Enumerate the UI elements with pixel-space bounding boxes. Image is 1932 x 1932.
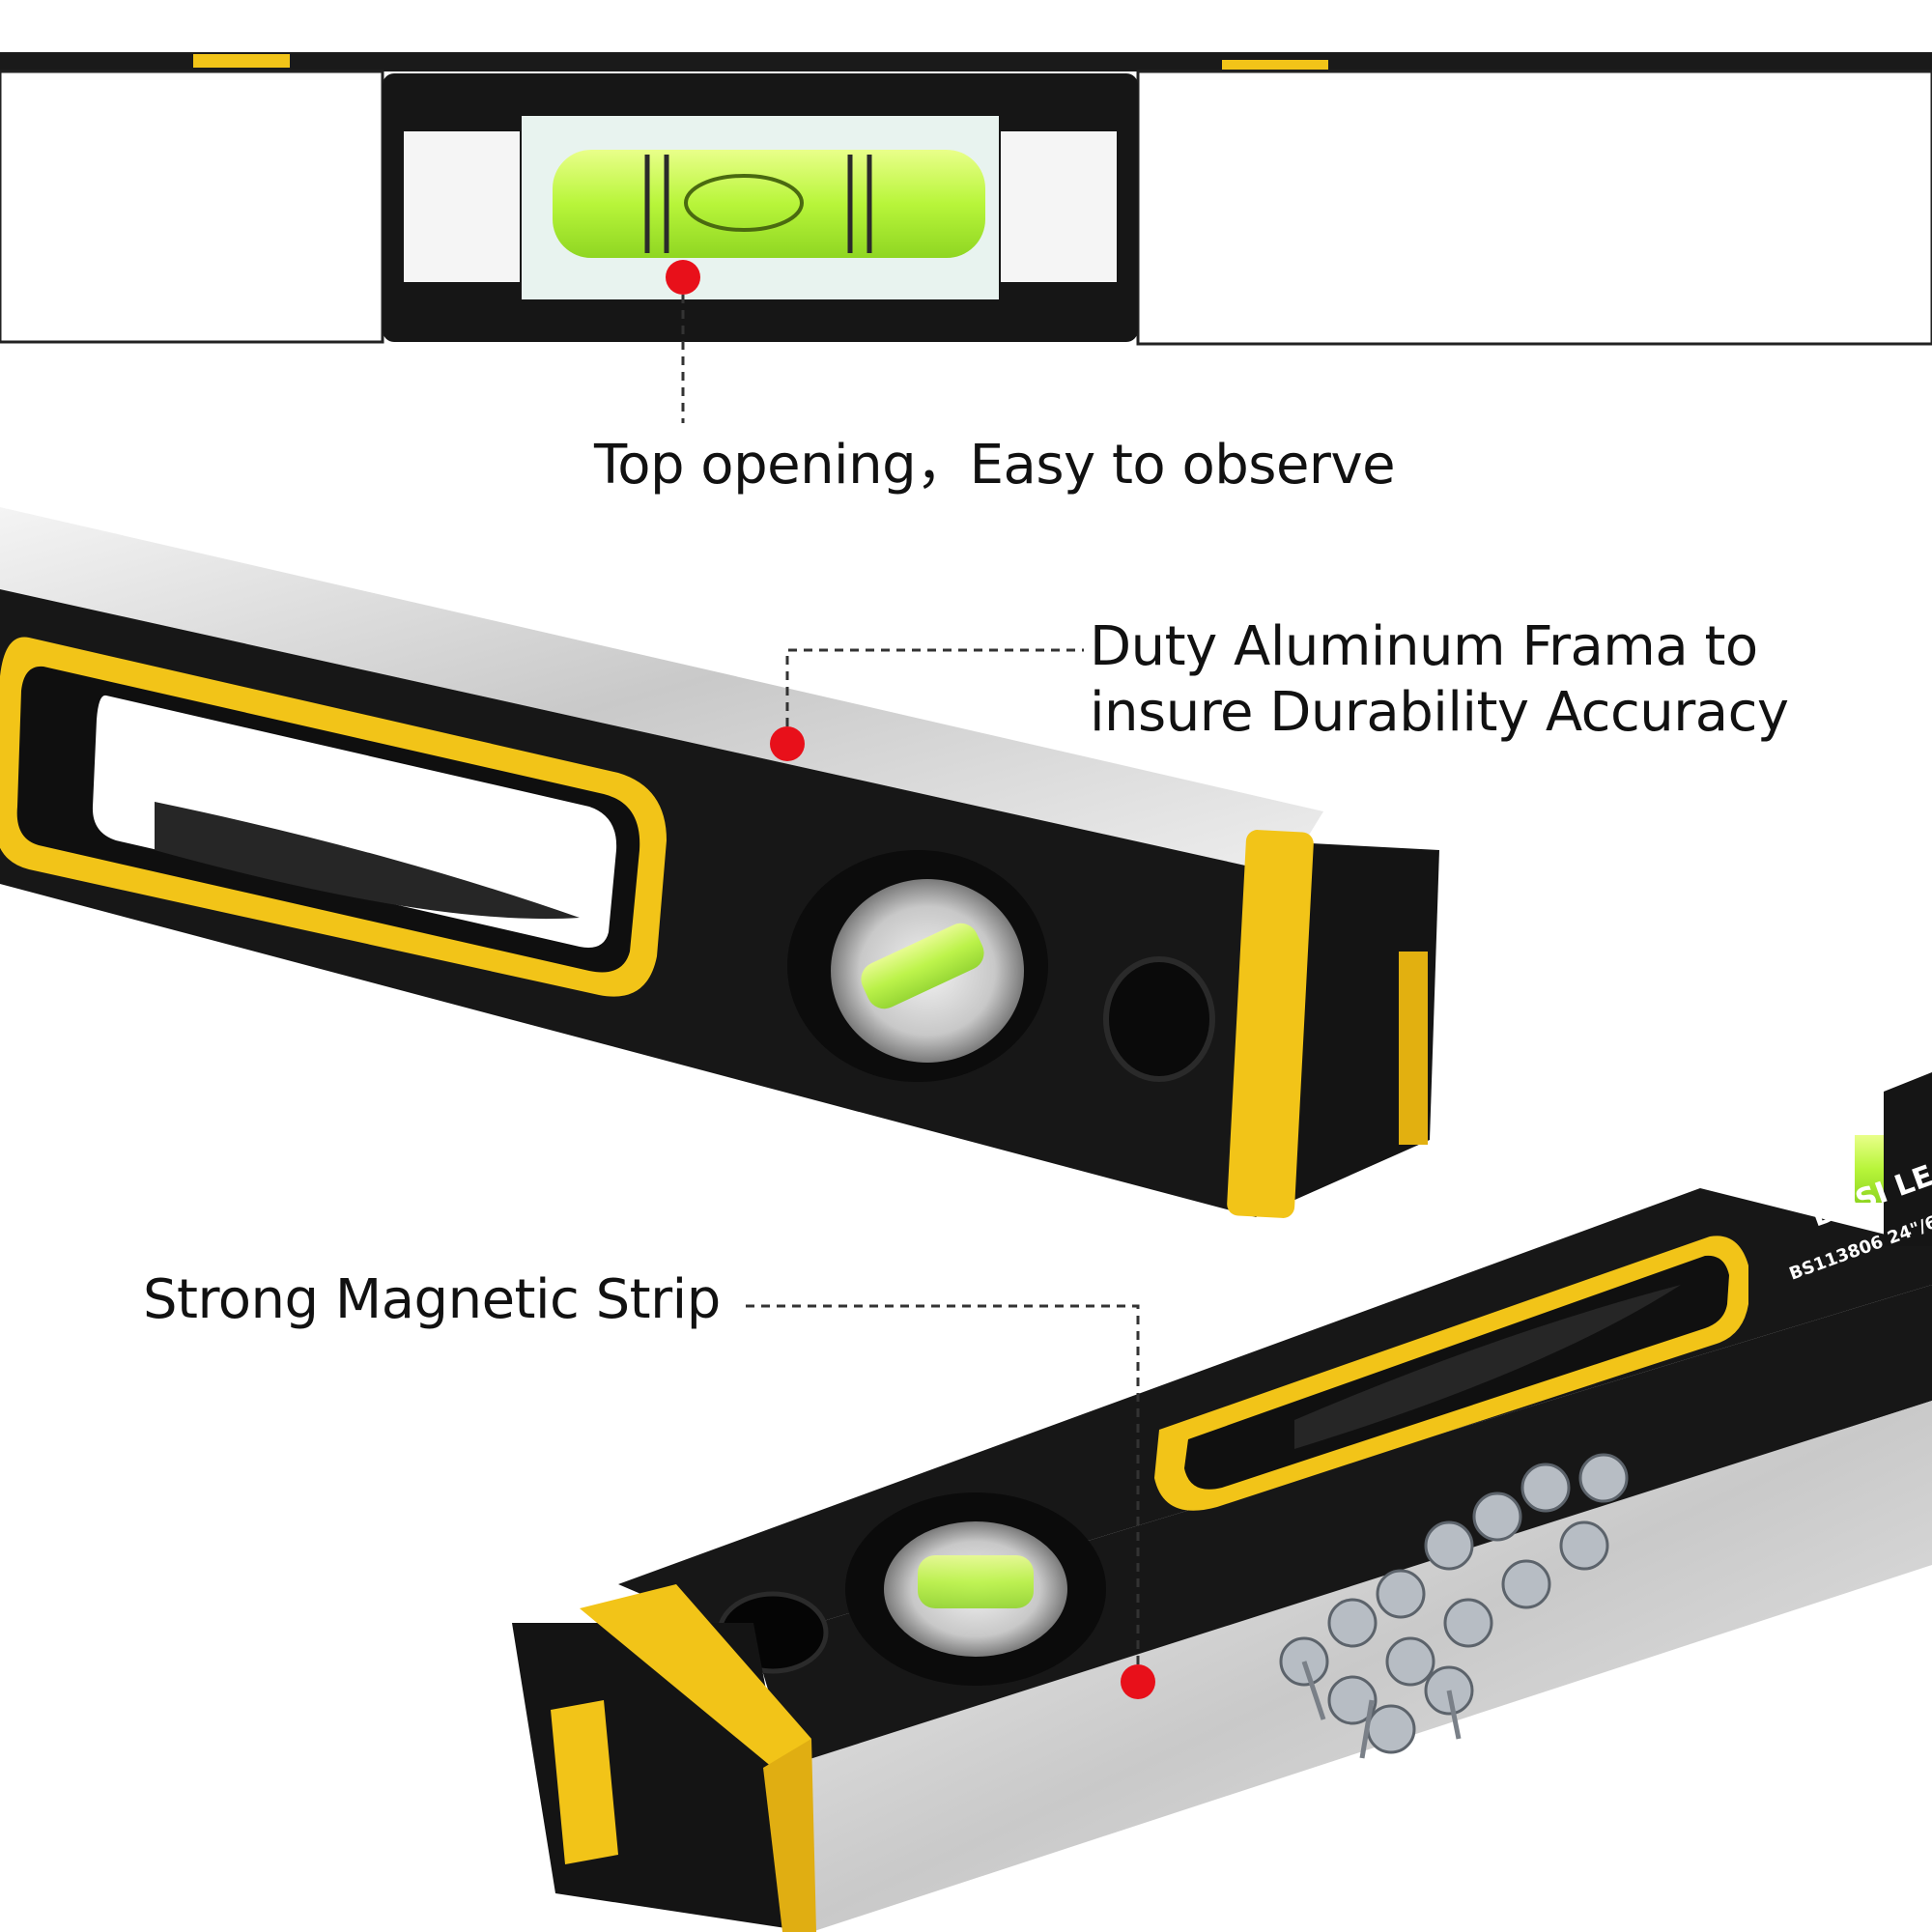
- middle-level-view: [0, 507, 1439, 1218]
- magnetic-strip-leader-line: [744, 1304, 1140, 1664]
- top-vial-housing: [383, 73, 1138, 342]
- callout-aluminum-frame: Duty Aluminum Frama to insure Durability…: [1090, 614, 1789, 746]
- aluminum-frame-marker: [770, 726, 805, 761]
- magnetic-strip-marker: [1121, 1664, 1155, 1699]
- callout-magnetic-strip: Strong Magnetic Strip: [143, 1268, 721, 1331]
- callout-aluminum-frame-line2: insure Durability Accuracy: [1090, 681, 1789, 744]
- middle-hanging-hole: [1103, 956, 1215, 1082]
- top-opening-marker: [666, 260, 700, 295]
- middle-bubble-vial-icon: [861, 923, 984, 1009]
- callout-aluminum-frame-line1: Duty Aluminum Frama to: [1090, 615, 1758, 678]
- bottom-level-view: BOSI LE BS113806 24"/600m: [512, 1072, 1932, 1932]
- top-level-view: [0, 52, 1932, 423]
- green-bubble-vial-icon: [553, 150, 985, 258]
- bottom-bubble-vial-icon: [918, 1555, 1034, 1608]
- callout-top-opening: Top opening，Easy to observe: [594, 434, 1396, 497]
